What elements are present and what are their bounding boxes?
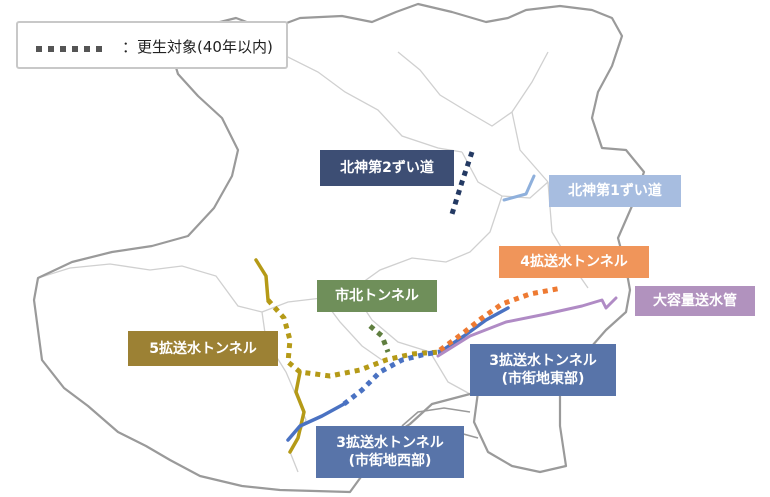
label-daiyoryo-name: 大容量送水管 (653, 293, 737, 309)
line-5kaku-solid-north (254, 258, 270, 302)
line-3kaku-west-solid (286, 402, 346, 442)
label-hokushin1-name: 北神第1ずい道 (568, 183, 662, 199)
label-hokushin2-name: 北神第2ずい道 (340, 160, 434, 176)
label-hokushin2: 北神第2ずい道 (320, 150, 454, 186)
line-4kaku-dotted (438, 285, 563, 353)
label-4kaku: 4拡送水トンネル (499, 246, 649, 278)
label-3kaku-west: 3拡送水トンネル (市街地西部) (316, 426, 464, 478)
label-5kaku-name: 5拡送水トンネル (149, 340, 257, 357)
legend-label: ：更生対象(40年以内) (122, 38, 273, 56)
label-daiyoryo: 大容量送水管 (635, 286, 755, 316)
line-hokushin2-dotted (449, 151, 475, 215)
line-daiyoryo-solid (436, 296, 618, 358)
line-5kaku-solid-south (288, 370, 306, 454)
label-hokushin1: 北神第1ずい道 (549, 175, 681, 207)
label-3kaku-west-name: 3拡送水トンネル (336, 435, 444, 451)
line-shihoku-dotted (368, 324, 391, 353)
label-3kaku-east-sub: (市街地東部) (501, 371, 585, 387)
line-3kaku-west-dotted (342, 349, 441, 406)
label-3kaku-east: 3拡送水トンネル (市街地東部) (470, 344, 616, 396)
legend-box: ：更生対象(40年以内) (16, 21, 288, 69)
label-5kaku: 5拡送水トンネル (128, 331, 278, 366)
label-4kaku-name: 4拡送水トンネル (520, 254, 628, 270)
label-3kaku-east-name: 3拡送水トンネル (489, 353, 597, 369)
pipelines (254, 151, 618, 454)
legend-dotted-swatch (36, 46, 108, 52)
line-hokushin1-solid (502, 174, 536, 202)
label-shihoku-name: 市北トンネル (335, 288, 419, 304)
label-3kaku-west-sub: (市街地西部) (348, 453, 432, 469)
city-outline (32, 2, 646, 494)
label-shihoku: 市北トンネル (317, 280, 437, 312)
